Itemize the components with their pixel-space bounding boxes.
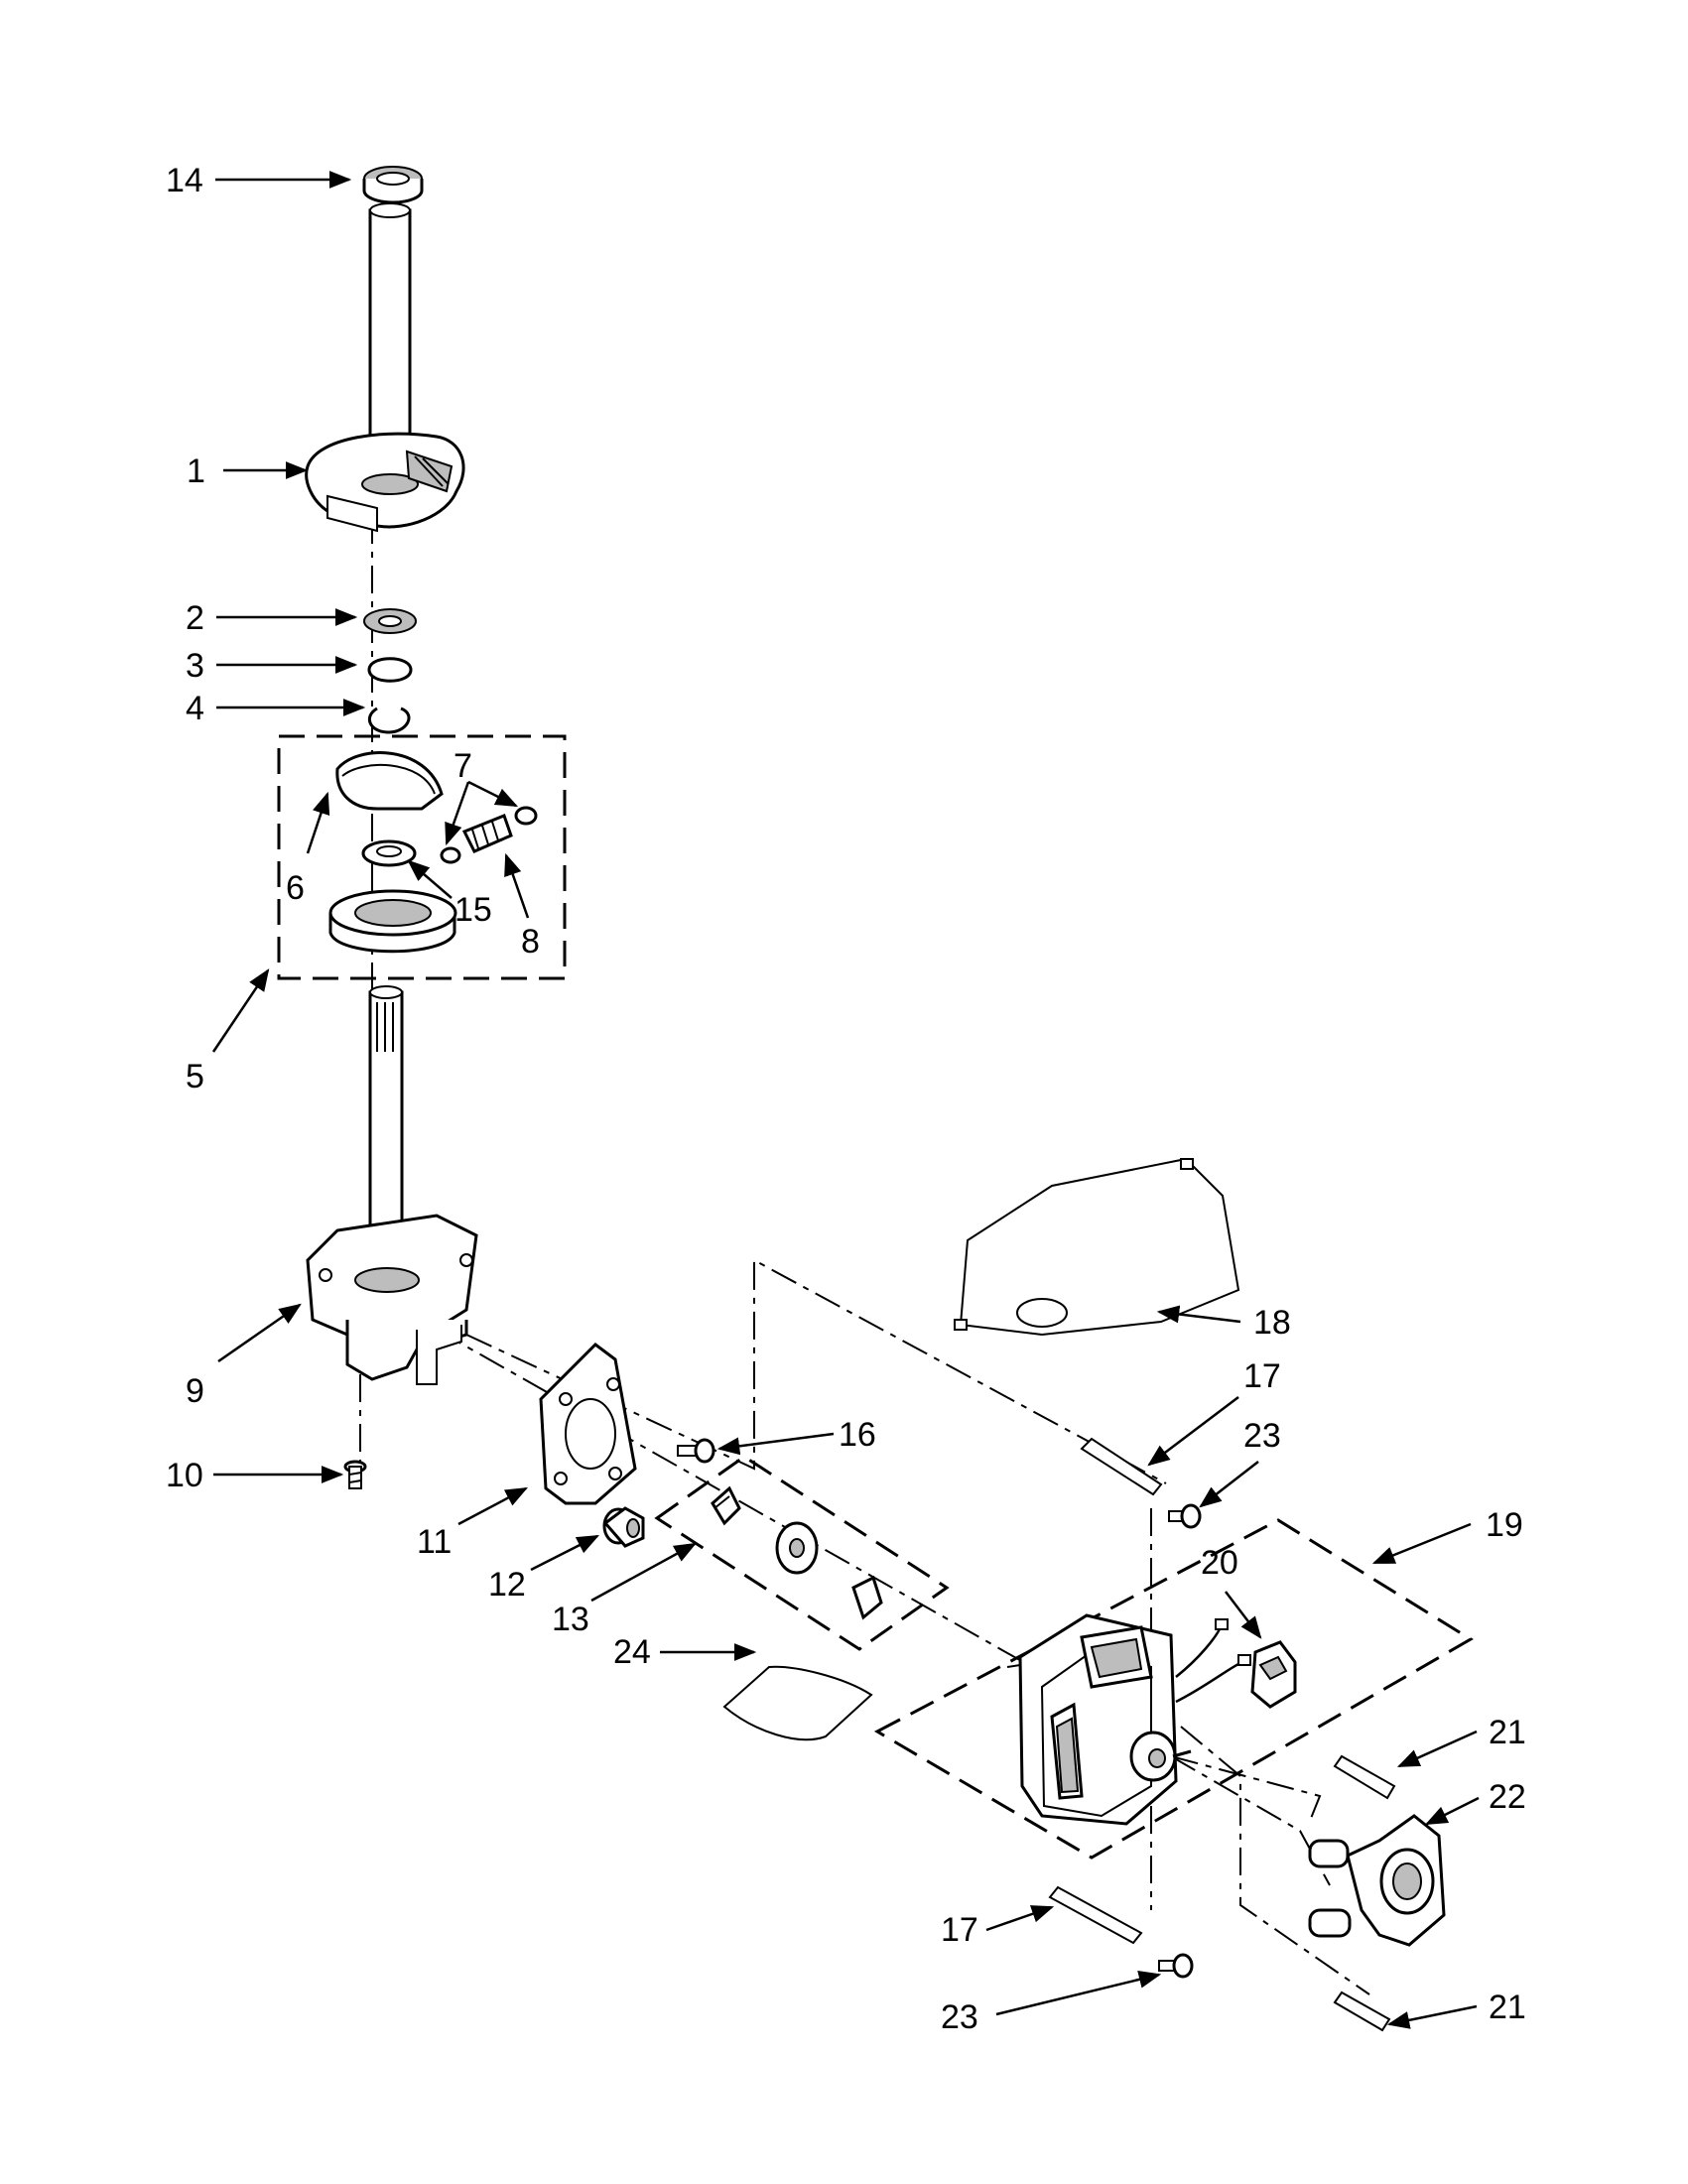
callout-22: 22 xyxy=(1489,1778,1526,1816)
part-8-spring xyxy=(461,814,513,853)
part-10-screw xyxy=(343,1460,367,1489)
callout-21-upper: 21 xyxy=(1489,1714,1526,1751)
part-6-band xyxy=(335,751,444,811)
part-21-clip-lower xyxy=(1333,1991,1391,2032)
part-11-gasket xyxy=(539,1343,637,1505)
part-21-clip-upper xyxy=(1333,1754,1396,1800)
callout-20: 20 xyxy=(1201,1544,1238,1582)
part-9-gearcase xyxy=(306,985,478,1385)
callout-16: 16 xyxy=(839,1416,876,1454)
part-19-motor xyxy=(1006,1613,1192,1826)
callout-3: 3 xyxy=(186,647,204,685)
brake-drum xyxy=(328,889,457,954)
callout-10: 10 xyxy=(166,1457,203,1494)
part-23-screw-upper xyxy=(1168,1503,1202,1529)
callout-12: 12 xyxy=(488,1566,526,1604)
leader-lines xyxy=(211,171,1480,2029)
part-16-bolt xyxy=(677,1438,715,1464)
part-23-screw-lower xyxy=(1158,1953,1194,1979)
callout-21-lower: 21 xyxy=(1489,1989,1526,2026)
part-20-switch xyxy=(1175,1618,1297,1709)
callout-1: 1 xyxy=(187,452,205,490)
callout-17-lower: 17 xyxy=(941,1911,978,1949)
callout-23-lower: 23 xyxy=(941,1998,978,2036)
callout-6: 6 xyxy=(286,869,305,907)
callout-7: 7 xyxy=(454,747,472,785)
callout-4: 4 xyxy=(186,690,204,727)
callout-15: 15 xyxy=(454,891,492,929)
callout-19: 19 xyxy=(1486,1506,1523,1544)
callout-18: 18 xyxy=(1253,1304,1291,1342)
callout-8: 8 xyxy=(521,923,540,961)
part-24-pad xyxy=(722,1665,873,1741)
part-15-hub xyxy=(361,839,417,867)
callout-2: 2 xyxy=(186,599,204,637)
part-1-tube-assembly xyxy=(305,202,465,533)
part-14-seal xyxy=(362,166,424,204)
callout-9: 9 xyxy=(186,1372,204,1410)
callout-17-upper: 17 xyxy=(1243,1357,1281,1395)
part-22-pump xyxy=(1308,1814,1446,1947)
callout-labels: 14 1 2 3 4 7 6 15 8 5 9 10 11 16 12 13 1… xyxy=(166,162,1526,2036)
callout-24: 24 xyxy=(613,1633,651,1671)
part-7-pads xyxy=(440,806,538,864)
part-18-shield xyxy=(954,1157,1240,1337)
callout-11: 11 xyxy=(417,1523,452,1561)
part-13-coupling xyxy=(711,1485,883,1620)
part-19-kit-outline xyxy=(873,1518,1474,1860)
part-3-ring xyxy=(367,657,413,683)
part-2-washer xyxy=(363,608,417,634)
part-17-clip-lower xyxy=(1048,1885,1143,1945)
part-13-kit-outline xyxy=(654,1455,950,1651)
part-12-bushing xyxy=(602,1506,645,1548)
callout-23-upper: 23 xyxy=(1243,1417,1281,1455)
callout-5: 5 xyxy=(186,1058,204,1095)
part-4-retaining-ring xyxy=(367,707,411,734)
callout-14: 14 xyxy=(166,162,203,199)
callout-13: 13 xyxy=(552,1601,589,1638)
part-17-clip-upper xyxy=(1080,1437,1163,1496)
